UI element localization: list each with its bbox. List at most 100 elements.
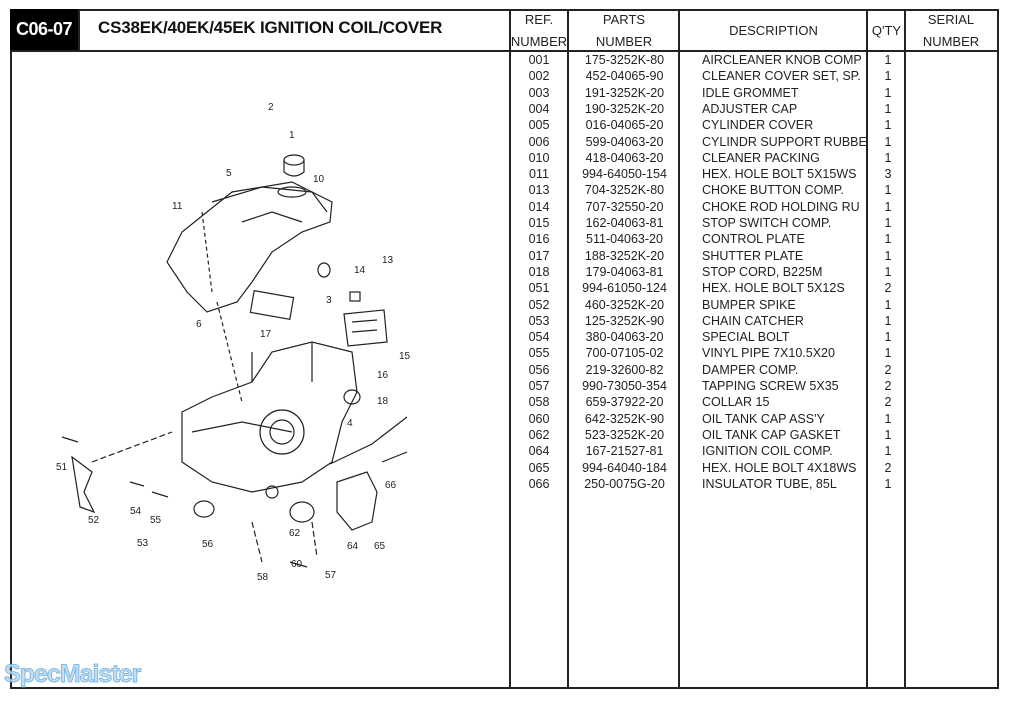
- callout-number: 65: [374, 541, 386, 552]
- callout-number: 17: [260, 329, 272, 340]
- page-frame: [10, 9, 999, 689]
- qty-cell: 1: [884, 101, 892, 116]
- ref-number-cell: 011: [529, 167, 549, 182]
- callout-number: 62: [289, 528, 301, 539]
- ref-number-cell: 003: [528, 85, 550, 100]
- parts-number-cell: 418-04063-20: [585, 150, 664, 165]
- parts-number-cell: 380-04063-20: [585, 330, 664, 345]
- ref-number-cell: 016: [528, 232, 550, 247]
- description-cell: STOP CORD, B225M: [702, 264, 823, 279]
- parts-number-cell: 191-3252K-20: [584, 85, 665, 100]
- ref-number-cell: 015: [528, 216, 550, 230]
- qty-cell: 1: [884, 476, 892, 491]
- callout-number: 54: [130, 506, 142, 517]
- qty-cell: 1: [884, 330, 892, 345]
- description-cell: CHOKE BUTTON COMP.: [702, 183, 844, 198]
- callout-number: 52: [88, 515, 100, 526]
- header-qty: Q'TY: [868, 9, 905, 50]
- callout-number: 58: [257, 572, 269, 583]
- qty-cell: 1: [884, 85, 892, 100]
- callout-number: 2: [268, 102, 274, 113]
- callout-number: 51: [56, 462, 68, 473]
- header-serial-number: SERIAL NUMBER: [906, 9, 996, 50]
- description-cell: SPECIAL BOLT: [702, 330, 790, 345]
- description-cell: AIRCLEANER KNOB COMP: [702, 53, 862, 67]
- qty-cell: 1: [884, 248, 892, 263]
- header-ref-line1: REF.: [524, 12, 554, 27]
- description-cell: HEX. HOLE BOLT 5X12S: [702, 281, 845, 296]
- description-cell: IGNITION COIL COMP.: [702, 444, 833, 459]
- qty-cell: 1: [884, 199, 892, 214]
- cylinder-cover-drawing: [166, 181, 333, 313]
- callout-number: 3: [326, 295, 332, 306]
- description-cell: INSULATOR TUBE, 85L: [702, 476, 837, 491]
- callout-number: 4: [347, 418, 353, 429]
- callout-number: 66: [385, 480, 397, 491]
- ref-number-cell: 004: [528, 101, 550, 116]
- ref-number-cell: 065: [528, 460, 550, 475]
- section-code: C06-07: [10, 9, 78, 50]
- callout-number: 5: [226, 168, 232, 179]
- parts-number-cell: 994-61050-124: [582, 281, 667, 296]
- description-cell: OIL TANK CAP ASS'Y: [702, 411, 825, 426]
- ref-number-cell: 052: [528, 297, 550, 312]
- callout-number: 15: [399, 351, 411, 362]
- qty-cell: 1: [884, 216, 892, 230]
- callout-number: 10: [313, 174, 325, 185]
- qty-cell: 1: [884, 232, 892, 247]
- qty-cell: 1: [884, 297, 892, 312]
- parts-number-cell: 994-64050-154: [582, 167, 667, 182]
- qty-cell: 1: [884, 69, 892, 84]
- table-row: 054 380-04063-20 SPECIAL BOLT 1: [510, 330, 905, 346]
- column-divider: [866, 9, 868, 687]
- ignition-coil-drawing: [329, 416, 408, 531]
- qty-cell: 1: [884, 411, 892, 426]
- ref-number-cell: 064: [528, 444, 550, 459]
- ref-number-cell: 054: [528, 330, 550, 345]
- column-divider: [678, 9, 680, 687]
- parts-number-cell: 452-04065-90: [585, 69, 664, 84]
- qty-cell: 2: [884, 362, 892, 377]
- parts-number-cell: 167-21527-81: [585, 444, 664, 459]
- callout-number: 11: [172, 201, 183, 212]
- parts-number-cell: 219-32600-82: [585, 362, 664, 377]
- description-cell: STOP SWITCH COMP.: [702, 216, 832, 230]
- parts-number-cell: 162-04063-81: [585, 216, 664, 230]
- qty-cell: 1: [884, 150, 892, 165]
- qty-cell: 2: [884, 281, 892, 296]
- ref-number-cell: 062: [528, 427, 550, 442]
- parts-number-cell: 125-3252K-90: [584, 313, 665, 328]
- ref-number-cell: 002: [528, 69, 550, 84]
- parts-number-cell: 175-3252K-80: [584, 53, 665, 67]
- callout-number: 18: [377, 396, 389, 407]
- description-cell: CHAIN CATCHER: [702, 313, 804, 328]
- column-divider: [567, 9, 569, 687]
- parts-number-cell: 700-07105-02: [585, 346, 664, 361]
- parts-number-cell: 642-3252K-90: [584, 411, 665, 426]
- callout-number: 14: [354, 265, 366, 276]
- qty-cell: 1: [884, 53, 892, 67]
- header-serial-line1: SERIAL: [927, 12, 975, 27]
- qty-cell: 3: [884, 167, 892, 182]
- parts-number-cell: 190-3252K-20: [584, 101, 665, 116]
- header-qty-label: Q'TY: [871, 23, 902, 38]
- description-cell: DAMPER COMP.: [702, 362, 799, 377]
- crankcase-drawing: [181, 341, 358, 493]
- ref-number-cell: 001: [528, 53, 550, 67]
- parts-number-cell: 460-3252K-20: [584, 297, 665, 312]
- header-ref-line2: NUMBER: [510, 34, 568, 49]
- ref-number-cell: 066: [528, 476, 550, 491]
- page-title: CS38EK/40EK/45EK IGNITION COIL/COVER: [98, 18, 443, 37]
